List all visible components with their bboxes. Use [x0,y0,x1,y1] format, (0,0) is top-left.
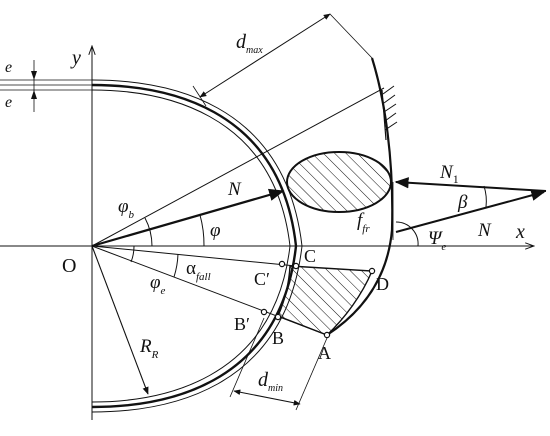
arc-beta [483,185,487,208]
label-N1: N1 [439,162,459,186]
label-y: y [70,47,81,69]
point-markers [260,260,376,339]
vector-N [395,189,546,233]
support-hatch [382,85,398,131]
label-point-A: A [318,343,331,363]
ray-C [91,245,297,267]
label-point-C: C [304,246,316,266]
dmax-ext-1 [329,13,373,59]
arc-alpha [173,253,179,278]
arc-phi [199,214,205,247]
ray-phi-b [91,87,385,247]
dmin-ext-2 [295,337,328,411]
label-psi: Ψe [428,228,446,253]
label-phi-b: φb [118,196,135,221]
ray-N [91,188,285,248]
label-dmin: dmin [258,369,283,394]
label-alpha: αfall [186,258,211,283]
label-x: x [515,221,525,243]
particle-ellipse [286,151,392,213]
label-N-outer: N [477,220,492,241]
point-B-marker [274,313,282,321]
dmin-dim-line [233,389,301,406]
gap-region [277,265,374,336]
arc-phi-e [130,245,135,263]
label-dmax: dmax [236,31,263,56]
label-origin: O [62,255,76,277]
point-B-prime-marker [260,308,268,316]
dmax-dim-line [199,13,331,98]
arc-psi [395,221,419,247]
label-N-inner: N [227,179,242,200]
point-A-marker [323,331,331,339]
casing-curve [326,57,394,336]
rotor-rim-outer [91,79,303,413]
label-beta: β [457,192,468,213]
label-phi: φ [210,220,221,241]
rotor-rim-inner [91,89,291,403]
label-f-fr: ffr [357,210,370,235]
label-point-B: B [272,328,284,348]
point-D-marker [368,267,376,275]
label-point-C-prime: C′ [254,269,270,289]
support-line [381,89,387,141]
e-arrow-top [31,71,37,80]
label-e-bottom: e [5,94,12,111]
label-point-D: D [376,274,389,294]
label-e-top: e [5,59,12,76]
label-phi-e: φe [150,272,166,297]
arc-phi-b [144,217,153,247]
point-C-prime-marker [278,260,286,268]
point-C-marker [292,262,300,270]
ray-R [91,245,149,395]
e-arrow-bottom [31,90,37,99]
label-R-R: RR [139,336,159,361]
dmax-ext-2 [192,85,207,107]
dmin-ext-1 [229,317,265,398]
rotor-rim-main [91,83,298,409]
label-point-B-prime: B′ [234,314,250,334]
vector-N1 [394,177,547,192]
